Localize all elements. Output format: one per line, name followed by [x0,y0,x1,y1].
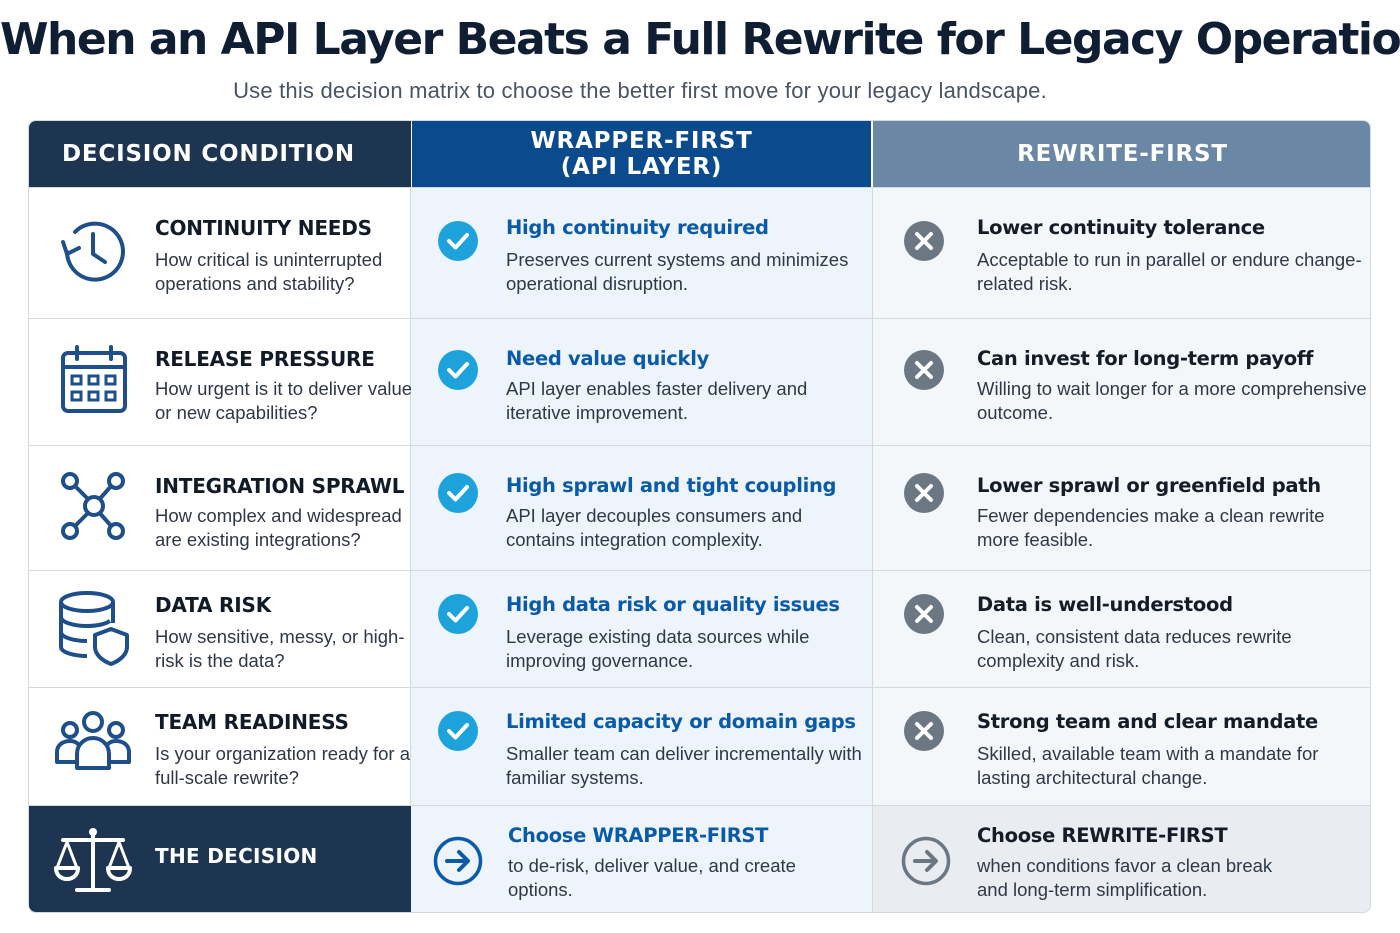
cross-icon [904,350,944,390]
arrow-right-circle-icon [901,836,951,886]
header-wrapper-first: WRAPPER-FIRST (API LAYER) [412,121,871,187]
rewrite-option-description: Clean, consistent data reduces rewrite c… [977,626,1292,671]
rewrite-cell: Lower continuity tolerance Acceptable to… [873,188,1370,318]
check-icon [438,350,478,390]
rewrite-option-title: Lower continuity tolerance [977,216,1265,239]
wrapper-option-title: Need value quickly [506,347,710,370]
check-icon [438,221,478,261]
cross-icon [904,473,944,513]
scales-icon [54,828,132,892]
rewrite-option-description: Willing to wait longer for a more compre… [977,378,1367,423]
condition-title: CONTINUITY NEEDS [155,216,372,240]
condition-title: TEAM READINESS [155,710,349,734]
header-wrapper-label-line2: (API LAYER) [560,154,723,180]
condition-title: DATA RISK [155,593,272,617]
page-subtitle: Use this decision matrix to choose the b… [233,78,1047,103]
matrix-row-integration-sprawl: INTEGRATION SPRAWL How complex and wides… [29,445,1370,570]
wrapper-option-description: API layer decouples consumers and contai… [506,505,803,550]
wrapper-option-title: High sprawl and tight coupling [506,474,837,497]
matrix-row-decision: THE DECISION Choose WRAPPER-FIRST to de-… [29,805,1370,912]
rewrite-cell: Can invest for long-term payoff Willing … [873,319,1370,445]
wrapper-cell: High data risk or quality issues Leverag… [411,571,873,687]
matrix-row-team-readiness: TEAM READINESS Is your organization read… [29,687,1370,805]
rewrite-option-title: Strong team and clear mandate [977,710,1318,733]
network-nodes-icon [61,472,125,540]
decision-matrix: DECISION CONDITION WRAPPER-FIRST (API LA… [28,120,1371,913]
rewrite-cell: Data is well-understood Clean, consisten… [873,571,1370,687]
rewrite-decision-title: Choose REWRITE-FIRST [977,824,1228,847]
condition-title: RELEASE PRESSURE [155,347,375,371]
matrix-row-continuity: CONTINUITY NEEDS How critical is uninter… [29,187,1370,318]
matrix-row-data-risk: DATA RISK How sensitive, messy, or high-… [29,570,1370,687]
condition-description: How urgent is it to deliver value or new… [155,378,413,423]
header-decision-condition: DECISION CONDITION [29,121,411,187]
header-condition-label: DECISION CONDITION [62,141,355,167]
clock-history-icon [61,221,125,282]
matrix-row-release-pressure: RELEASE PRESSURE How urgent is it to del… [29,318,1370,445]
header-rewrite-label: REWRITE-FIRST [1017,141,1228,167]
wrapper-option-title: Limited capacity or domain gaps [506,710,856,733]
condition-description: How complex and widespread are existing … [155,505,402,550]
wrapper-option-title: High data risk or quality issues [506,593,840,616]
wrapper-option-description: API layer enables faster delivery and it… [506,378,808,423]
wrapper-decision-description: to de-risk, deliver value, and create op… [508,855,796,900]
check-icon [438,473,478,513]
header-rewrite-first: REWRITE-FIRST [873,121,1370,187]
rewrite-option-title: Can invest for long-term payoff [977,347,1314,370]
wrapper-cell: High sprawl and tight coupling API layer… [411,446,873,570]
wrapper-decision-cell: Choose WRAPPER-FIRST to de-risk, deliver… [411,806,873,912]
rewrite-option-description: Skilled, available team with a mandate f… [977,743,1319,788]
wrapper-option-description: Smaller team can deliver incrementally w… [506,743,862,788]
condition-cell: DATA RISK How sensitive, messy, or high-… [29,571,411,687]
condition-cell: INTEGRATION SPRAWL How complex and wides… [29,446,411,570]
decision-label: THE DECISION [155,844,318,868]
wrapper-option-title: High continuity required [506,216,769,239]
condition-cell: TEAM READINESS Is your organization read… [29,688,411,805]
wrapper-cell: Limited capacity or domain gaps Smaller … [411,688,873,805]
database-shield-icon [59,591,129,666]
wrapper-cell: High continuity required Preserves curre… [411,188,873,318]
team-icon [55,711,131,770]
condition-cell: CONTINUITY NEEDS How critical is uninter… [29,188,411,318]
rewrite-option-title: Lower sprawl or greenfield path [977,474,1321,497]
wrapper-cell: Need value quickly API layer enables fas… [411,319,873,445]
header-wrapper-label-line1: WRAPPER-FIRST [530,128,753,154]
decision-label-cell: THE DECISION [29,806,411,912]
rewrite-option-description: Acceptable to run in parallel or endure … [977,249,1362,294]
cross-icon [904,711,944,751]
check-icon [438,711,478,751]
wrapper-decision-title: Choose WRAPPER-FIRST [508,824,769,847]
rewrite-option-title: Data is well-understood [977,593,1233,616]
condition-description: How sensitive, messy, or high-risk is th… [155,626,405,671]
arrow-right-circle-icon [433,836,483,886]
wrapper-option-description: Leverage existing data sources while imp… [506,626,810,671]
cross-icon [904,594,944,634]
rewrite-decision-cell: Choose REWRITE-FIRST when conditions fav… [873,806,1370,912]
rewrite-decision-description: when conditions favor a clean break and … [977,855,1273,900]
rewrite-cell: Strong team and clear mandate Skilled, a… [873,688,1370,805]
rewrite-option-description: Fewer dependencies make a clean rewrite … [977,505,1325,550]
check-icon [438,594,478,634]
wrapper-option-description: Preserves current systems and minimizes … [506,249,849,294]
calendar-icon [61,345,127,413]
page-title: When an API Layer Beats a Full Rewrite f… [0,14,1400,65]
condition-description: Is your organization ready for a full-sc… [155,743,411,788]
cross-icon [904,221,944,261]
condition-title: INTEGRATION SPRAWL [155,474,405,498]
condition-cell: RELEASE PRESSURE How urgent is it to del… [29,319,412,445]
condition-description: How critical is uninterrupted operations… [155,249,383,294]
rewrite-cell: Lower sprawl or greenfield path Fewer de… [873,446,1370,570]
